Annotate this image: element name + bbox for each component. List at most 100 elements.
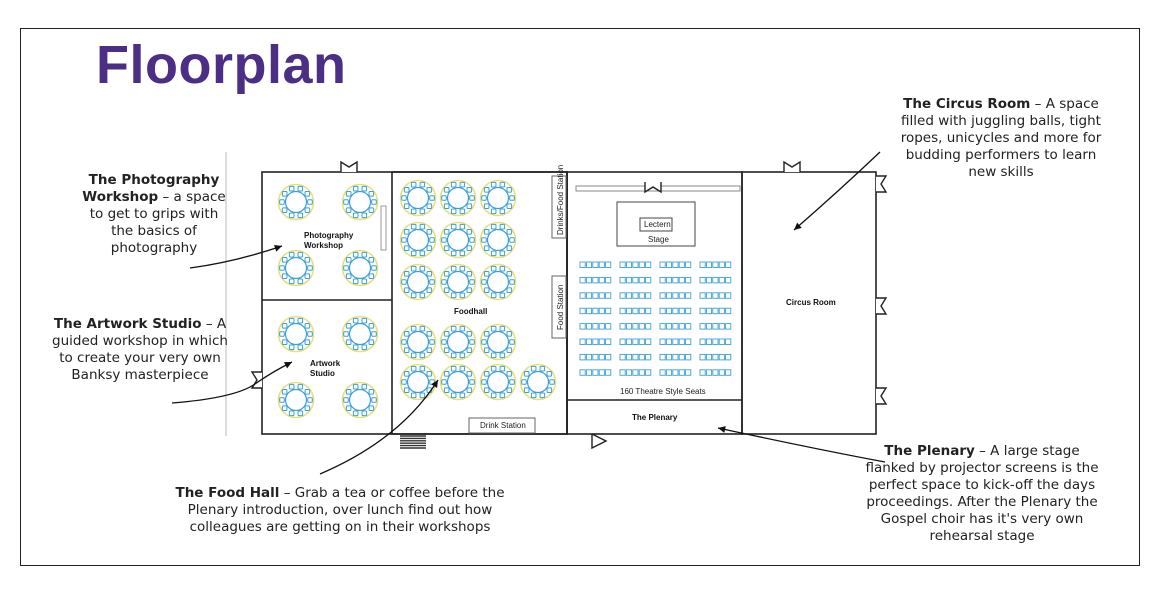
chair: [361, 251, 368, 258]
plenary-annotation-text: – A large stage flanked by projector scr…: [865, 443, 1099, 544]
chair: [509, 379, 515, 385]
chair: [450, 250, 457, 257]
chair: [368, 207, 375, 214]
chair: [288, 410, 295, 417]
chair: [441, 339, 447, 345]
chair: [281, 322, 288, 329]
theatre-seat: [645, 261, 652, 268]
chair: [443, 186, 450, 193]
round-table: [439, 179, 477, 217]
chair: [343, 331, 349, 337]
door: [644, 182, 662, 194]
theatre-seat: [645, 307, 652, 315]
chair: [443, 287, 450, 294]
chair: [304, 339, 311, 346]
walls: [225, 152, 888, 450]
artwork-annotation: The Artwork Studio – A guided workshop i…: [44, 316, 236, 384]
photography-arrowhead: [274, 245, 282, 252]
theatre-seat: [718, 261, 725, 268]
chair: [352, 212, 359, 219]
theatre-seat: [579, 323, 586, 330]
drinks-food-station-box: [551, 175, 567, 239]
drink-station-box: [468, 417, 536, 434]
chair: [499, 181, 506, 188]
round-table: [479, 221, 517, 259]
table-top: [406, 330, 430, 354]
chair: [361, 344, 368, 351]
theatre-seat: [718, 307, 725, 315]
theatre-seat: [659, 307, 666, 315]
theatre-seat: [605, 261, 612, 268]
chair: [297, 278, 304, 285]
theatre-seat: [672, 261, 679, 268]
theatre-seat: [685, 307, 692, 315]
theatre-seat: [699, 353, 706, 361]
table-top: [348, 388, 372, 412]
chair: [483, 287, 490, 294]
chair: [530, 365, 537, 372]
chair: [307, 265, 313, 271]
chair: [506, 387, 513, 394]
chair: [443, 330, 450, 337]
chair: [426, 330, 433, 337]
chair: [288, 278, 295, 285]
theatre-seat: [725, 338, 732, 345]
theatre-seat: [598, 338, 605, 345]
chair: [509, 339, 515, 345]
theatre-seat: [712, 323, 719, 330]
theatre-seat: [712, 276, 719, 284]
theatre-seat: [632, 307, 639, 315]
foodhall-arrow: [319, 379, 439, 475]
chair: [450, 208, 457, 215]
chair: [459, 392, 466, 399]
chair: [481, 379, 487, 385]
theatre-seat: [678, 261, 685, 268]
round-table: [479, 179, 517, 217]
theatre-seat: [678, 369, 685, 376]
theatre-seat: [718, 369, 725, 376]
chair: [368, 190, 375, 197]
theatre-seat: [685, 276, 692, 284]
circus-annotation-text: – A space filled with juggling balls, ti…: [900, 96, 1102, 180]
chair: [466, 287, 473, 294]
round-table: [439, 363, 477, 401]
chair: [426, 287, 433, 294]
chair: [410, 208, 417, 215]
round-table: [399, 221, 437, 259]
theatre-seat: [645, 369, 652, 376]
chair: [443, 228, 450, 235]
chair: [490, 292, 497, 299]
theatre-seat: [585, 369, 593, 376]
theatre-seat: [685, 323, 692, 330]
tables: [277, 179, 557, 419]
theatre-seat: [672, 307, 679, 315]
round-table: [479, 323, 517, 361]
table-top: [486, 370, 510, 394]
theatre-seats-label: 160 Theatre Style Seats: [620, 387, 706, 396]
chair: [426, 245, 433, 252]
theatre-seat: [678, 292, 685, 299]
table-top: [486, 228, 510, 252]
chair: [297, 212, 304, 219]
chair: [368, 405, 375, 412]
chair: [279, 331, 285, 337]
chair: [546, 387, 553, 394]
plenary-label: The Plenary: [632, 413, 678, 422]
chair: [345, 256, 352, 263]
chair: [371, 397, 377, 403]
round-table: [399, 179, 437, 217]
theatre-seat: [665, 292, 673, 299]
table-top: [446, 270, 470, 294]
chair: [297, 383, 304, 390]
chair: [469, 195, 475, 201]
theatre-seat: [718, 276, 725, 284]
chair: [410, 181, 417, 188]
chair: [426, 203, 433, 210]
chair: [419, 208, 426, 215]
chair: [490, 352, 497, 359]
theatre-seat: [712, 353, 719, 361]
round-table: [277, 249, 315, 287]
chair: [450, 365, 457, 372]
chair: [429, 237, 435, 243]
chair: [345, 207, 352, 214]
